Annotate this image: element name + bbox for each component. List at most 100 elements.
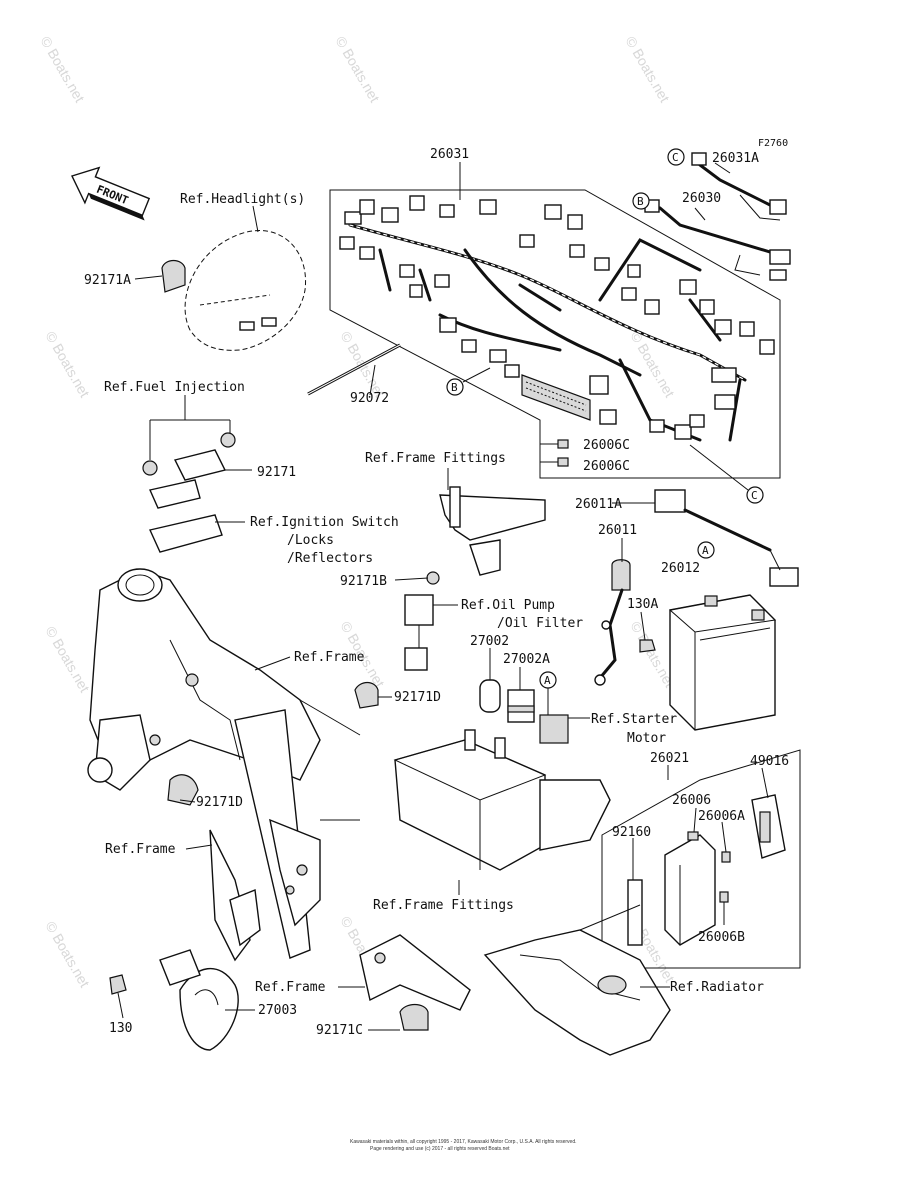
label-ref-ignition-switch: Ref.Ignition Switch	[250, 515, 399, 530]
label-26006c-2: 26006C	[583, 459, 630, 474]
callout-c-top-letter: C	[672, 151, 679, 164]
watermark-1: © Boats.net	[37, 34, 88, 106]
callout-circle-b-mid: B	[446, 367, 491, 396]
label-92171: 92171	[257, 465, 296, 480]
label-ref-frame-fittings-top: Ref.Frame Fittings	[365, 451, 506, 466]
label-92171d-2: 92171D	[196, 795, 243, 810]
relay-27002	[479, 679, 501, 713]
bolt-130	[109, 974, 127, 995]
clamp-92171a	[161, 259, 186, 293]
label-ref-radiator: Ref.Radiator	[670, 980, 764, 995]
front-arrow: FRONT	[71, 166, 151, 221]
sub-harness-26031a	[691, 152, 787, 221]
label-26006a: 26006A	[698, 809, 745, 824]
watermark-3: © Boats.net	[622, 34, 673, 106]
label-49016: 49016	[750, 754, 789, 769]
copyright-line-2: Page rendering and use (c) 2017 - all ri…	[370, 1146, 510, 1152]
label-92171d-1: 92171D	[394, 690, 441, 705]
main-wiring-harness	[339, 195, 775, 442]
label-26011: 26011	[598, 523, 637, 538]
starter-relay	[539, 714, 569, 744]
fuel-injection-bracket	[142, 432, 236, 553]
callout-circle-a-mid: A	[539, 671, 557, 689]
label-ref-fuel-injection: Ref.Fuel Injection	[104, 380, 245, 395]
watermark-10: © Boats.net	[42, 919, 93, 991]
label-26006b: 26006B	[698, 930, 745, 945]
frame-fittings-lower	[359, 934, 471, 1011]
label-27003: 27003	[258, 1003, 297, 1018]
frame-down-tube	[234, 709, 321, 959]
harness-frame	[329, 189, 781, 479]
callout-a-right-letter: A	[702, 544, 709, 557]
watermark-2: © Boats.net	[332, 34, 383, 106]
callout-circle-a-right: A	[697, 541, 715, 559]
label-ref-oil-pump: Ref.Oil Pump	[461, 598, 555, 613]
watermark-7: © Boats.net	[42, 624, 93, 696]
callout-b-top-letter: B	[637, 195, 644, 208]
battery-cable-26011a	[654, 489, 799, 587]
fuse-26006	[687, 831, 699, 841]
clamp-92171d-2	[167, 774, 199, 806]
clamp-92171c	[399, 1003, 429, 1031]
label-26012: 26012	[661, 561, 700, 576]
label-26006c-1: 26006C	[583, 438, 630, 453]
clamp-92171d-1	[354, 681, 379, 709]
label-ref-ignition-locks: /Locks	[287, 533, 334, 548]
label-26030: 26030	[682, 191, 721, 206]
callout-a-mid-letter: A	[544, 674, 551, 687]
figure-code: F2760	[758, 138, 788, 149]
label-27002a: 27002A	[503, 652, 550, 667]
watermark-4: © Boats.net	[42, 329, 93, 401]
battery-cable-26011	[594, 559, 631, 686]
bracket-92160	[627, 879, 643, 946]
copyright-line-1: Kawasaki materials within, all copyright…	[350, 1139, 577, 1145]
callout-circle-c-top: C	[667, 148, 685, 166]
label-ref-ignition-reflectors: /Reflectors	[287, 551, 373, 566]
label-ref-frame-1: Ref.Frame	[294, 650, 365, 665]
horn-27003	[159, 949, 239, 1051]
label-ref-frame-3: Ref.Frame	[255, 980, 326, 995]
label-130a: 130A	[627, 597, 658, 612]
label-130: 130	[109, 1021, 132, 1036]
battery-case	[393, 729, 611, 871]
label-26011a: 26011A	[575, 497, 622, 512]
sub-harness-26030	[644, 199, 791, 281]
frame-lower-section	[209, 829, 261, 962]
cable-tie-92072	[307, 343, 401, 396]
label-92171a: 92171A	[84, 273, 131, 288]
fuse-26006a	[721, 851, 731, 863]
label-92171c: 92171C	[316, 1023, 363, 1038]
headlight-outline	[184, 230, 307, 351]
label-ref-starter-motor: Motor	[627, 731, 666, 746]
label-ref-starter: Ref.Starter	[591, 712, 677, 727]
label-26031: 26031	[430, 147, 469, 162]
part-labels: 26031 26031A 26030 Ref.Headlight(s) 9217…	[84, 147, 789, 1038]
label-92160: 92160	[612, 825, 651, 840]
label-26006: 26006	[672, 793, 711, 808]
label-92072: 92072	[350, 391, 389, 406]
ecu-26021	[664, 834, 716, 946]
label-ref-headlights: Ref.Headlight(s)	[180, 192, 305, 207]
fuse-26006c-1	[557, 439, 569, 449]
label-27002: 27002	[470, 634, 509, 649]
label-26031a: 26031A	[712, 151, 759, 166]
fuse-box-49016	[751, 794, 786, 859]
callout-c-right-letter: C	[751, 489, 758, 502]
label-ref-oil-filter: /Oil Filter	[497, 616, 583, 631]
leader-lines	[117, 162, 769, 1031]
fuse-26006b	[719, 891, 729, 903]
battery-26012	[668, 594, 777, 731]
callout-circle-c-right: C	[689, 444, 764, 504]
label-ref-frame-2: Ref.Frame	[105, 842, 176, 857]
fuse-26006c-2	[557, 457, 569, 467]
label-26021: 26021	[650, 751, 689, 766]
callout-circle-b-top: B	[632, 192, 650, 210]
frame-fittings-bracket	[426, 486, 546, 585]
radiator-housing	[483, 929, 671, 1056]
label-92171b: 92171B	[340, 574, 387, 589]
oil-pump-relay	[404, 594, 434, 671]
callout-b-mid-letter: B	[451, 381, 458, 394]
label-ref-frame-fittings-bottom: Ref.Frame Fittings	[373, 898, 514, 913]
bolt-130a	[639, 639, 656, 653]
